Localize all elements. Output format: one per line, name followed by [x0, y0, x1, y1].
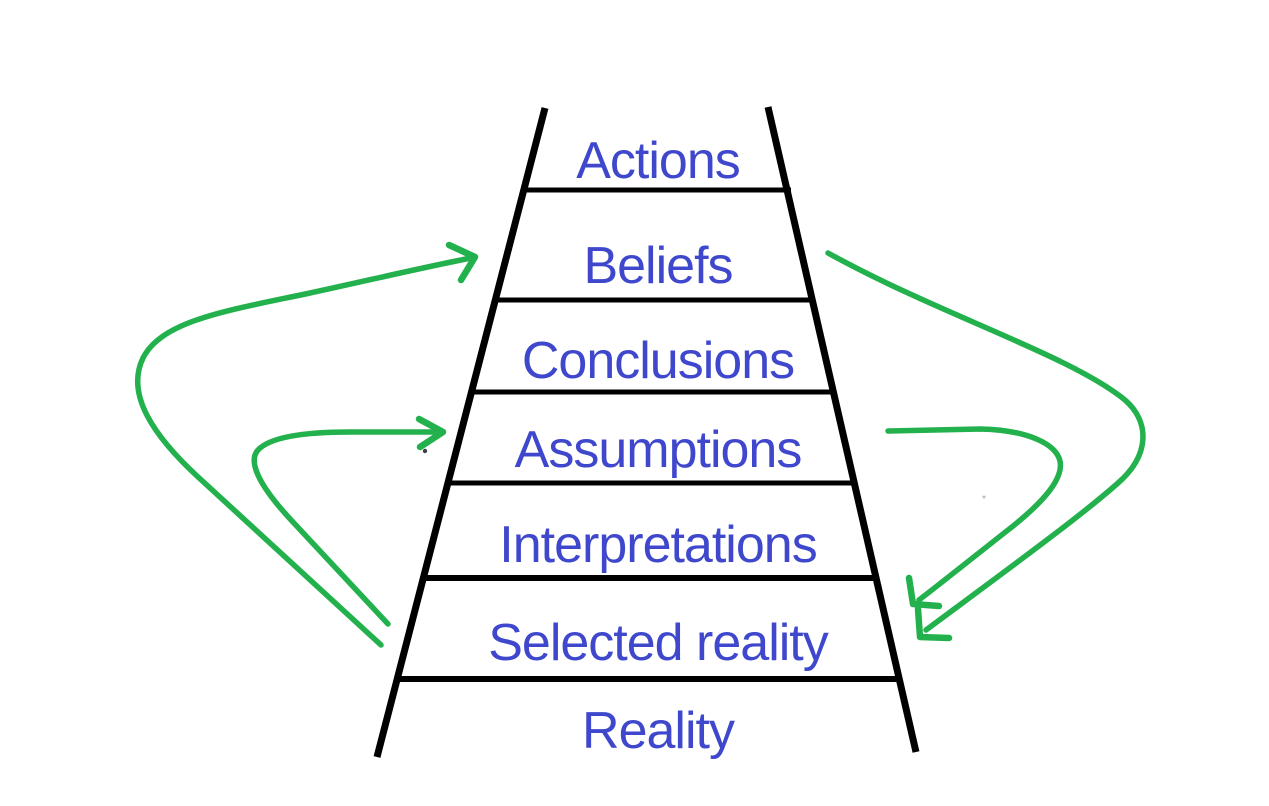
ladder-rungs: [396, 187, 902, 682]
rung-label-actions: Actions: [576, 132, 740, 190]
feedback-arrow-left-outer: [135, 241, 479, 648]
feedback-arrow-right-inner: [885, 426, 1064, 610]
feedback-arrow-left-outer-shaft: [135, 255, 474, 648]
rung-label-conclusions: Conclusions: [522, 332, 794, 390]
feedback-arrow-right-inner-shaft: [885, 426, 1064, 603]
arrowhead-right-icon: [445, 241, 479, 284]
rung-label-beliefs: Beliefs: [583, 237, 732, 295]
ladder-rails: [373, 106, 920, 758]
rung-label-interpretations: Interpretations: [499, 516, 816, 574]
feedback-arrow-right-outer: [825, 250, 1146, 642]
feedback-arrow-left-inner: [251, 415, 447, 627]
stray-dot: [982, 495, 986, 499]
rung-labels: Actions Beliefs Conclusions Assumptions …: [488, 132, 830, 760]
arrowhead-down-left-icon: [905, 574, 943, 610]
rung-label-reality: Reality: [582, 702, 735, 760]
rung-label-assumptions: Assumptions: [515, 421, 802, 479]
ladder-left-rail: [373, 107, 549, 758]
arrowhead-right-icon: [415, 415, 447, 451]
rung-label-selected-reality: Selected reality: [488, 614, 829, 672]
feedback-arrow-right-outer-shaft: [825, 250, 1146, 633]
arrowhead-down-left-icon: [914, 605, 953, 642]
feedback-arrow-left-inner-shaft: [251, 429, 440, 627]
ladder-right-rail: [764, 106, 920, 753]
stray-dot: [422, 448, 428, 454]
